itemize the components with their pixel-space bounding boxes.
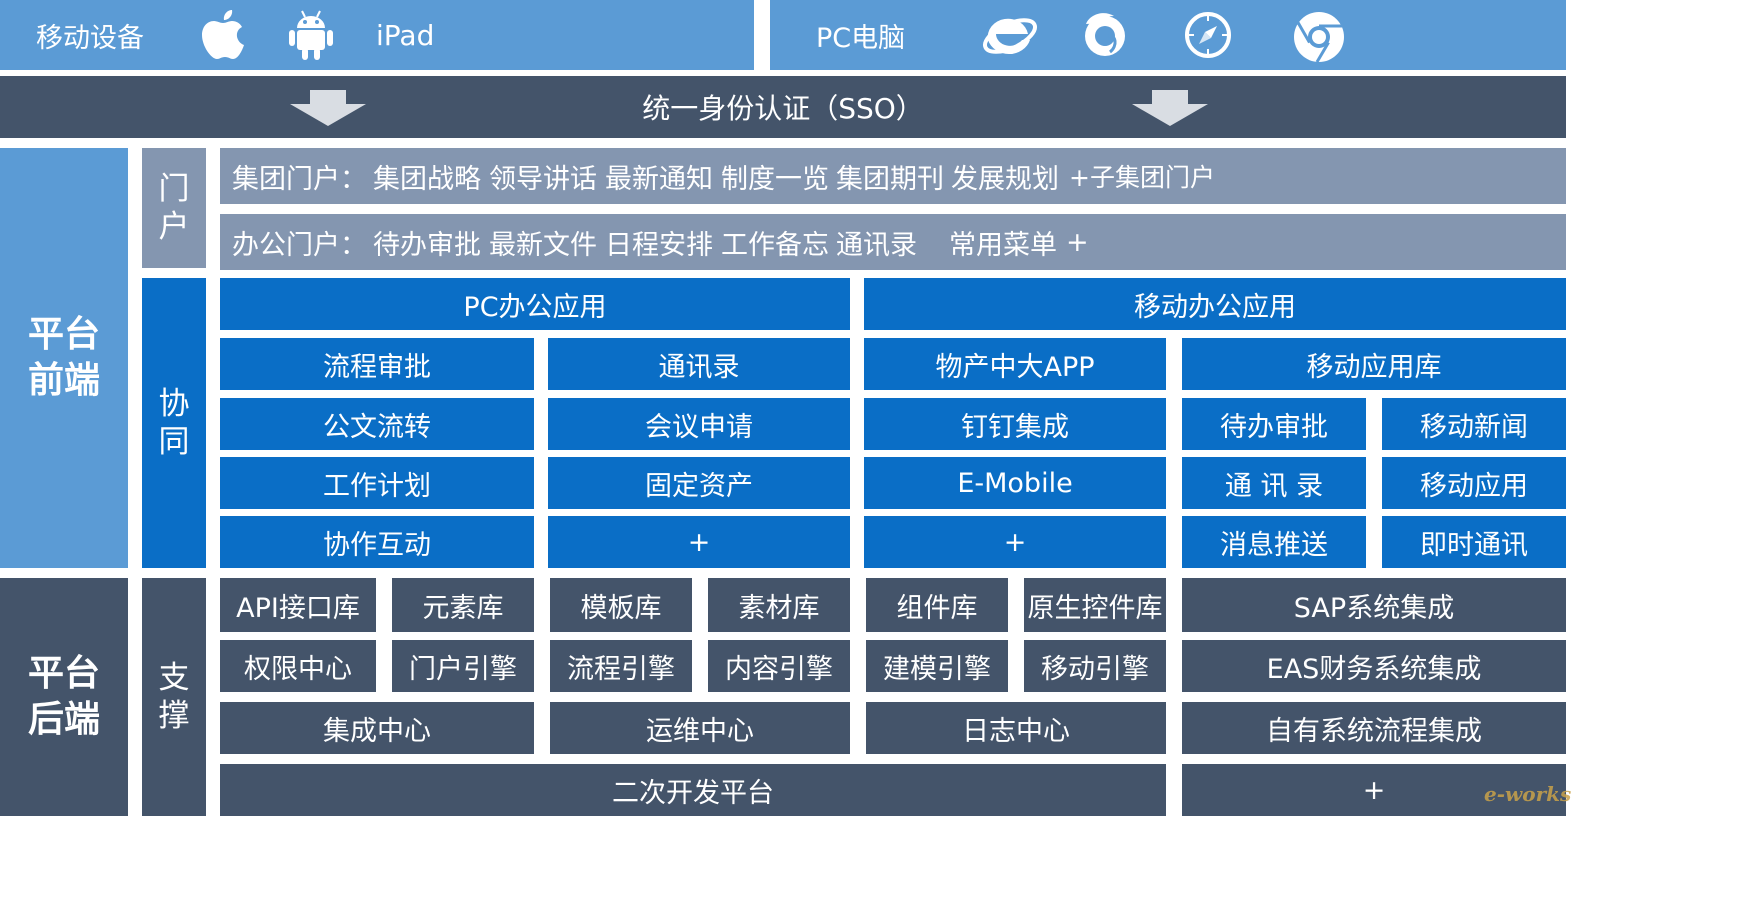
section-portal-line-2: 户: [158, 209, 190, 245]
pc-app-cell: 会议申请: [548, 398, 850, 450]
section-support-line-1: 支: [158, 660, 190, 696]
mobile-lib-cell: 通 讯 录: [1182, 457, 1366, 509]
platform-backend-label: 平台 后端: [0, 578, 128, 816]
support-cell: 运维中心: [550, 702, 850, 754]
platform-frontend-label: 平台 前端: [0, 148, 128, 568]
pc-app-cell: 固定资产: [548, 457, 850, 509]
group-portal-row: 集团门户： 集团战略 领导讲话 最新通知 制度一览 集团期刊 发展规划 +子集团…: [220, 148, 1566, 204]
down-arrow-icon: [290, 90, 366, 126]
support-cell: 建模引擎: [866, 640, 1008, 692]
mobile-app-library-header: 移动应用库: [1182, 338, 1566, 390]
sso-bar: 统一身份认证（SSO）: [0, 76, 1566, 138]
mobile-app-cell: 钉钉集成: [864, 398, 1166, 450]
support-cell: 集成中心: [220, 702, 534, 754]
section-collab-line-2: 同: [158, 424, 190, 460]
group-portal-item: 最新通知: [605, 163, 713, 195]
group-portal-item: 集团战略: [373, 163, 481, 195]
mobile-devices-bar: 移动设备 iPad: [0, 0, 754, 70]
pc-app-cell: 通讯录: [548, 338, 850, 390]
mobile-app-cell: 物产中大APP: [864, 338, 1166, 390]
section-collab-label: 协 同: [142, 278, 206, 568]
section-support-line-2: 撑: [158, 698, 190, 734]
integration-cell: +: [1182, 764, 1566, 816]
ipad-label: iPad: [376, 18, 435, 52]
firefox-icon: [1085, 13, 1125, 56]
office-portal-item: 通讯录: [836, 229, 917, 261]
group-portal-item: +子集团门户: [1069, 163, 1215, 192]
section-support-label: 支 撑: [142, 578, 206, 816]
chrome-icon: [1294, 12, 1344, 63]
platform-frontend-line-2: 前端: [27, 360, 100, 401]
mobile-devices-label: 移动设备: [36, 22, 144, 54]
mobile-lib-cell: 移动新闻: [1382, 398, 1566, 450]
apple-icon: [202, 10, 244, 59]
support-cell: 门户引擎: [392, 640, 534, 692]
support-cell: 原生控件库: [1024, 578, 1166, 632]
office-portal-item: 常用菜单: [949, 229, 1057, 261]
section-portal-line-1: 门: [158, 171, 190, 207]
down-arrow-icon: [1132, 90, 1208, 126]
support-cell: 模板库: [550, 578, 692, 632]
group-portal-item: 制度一览: [721, 163, 829, 195]
android-icon: [289, 10, 333, 60]
integration-cell: EAS财务系统集成: [1182, 640, 1566, 692]
pc-office-apps-header: PC办公应用: [220, 278, 850, 330]
mobile-app-cell: E-Mobile: [864, 457, 1166, 509]
group-portal-label: 集团门户：: [232, 163, 367, 195]
support-cell: 日志中心: [866, 702, 1166, 754]
support-cell: 移动引擎: [1024, 640, 1166, 692]
support-cell: 元素库: [392, 578, 534, 632]
support-cell: 组件库: [866, 578, 1008, 632]
office-portal-row: 办公门户： 待办审批 最新文件 日程安排 工作备忘 通讯录 常用菜单 +: [220, 214, 1566, 270]
office-portal-item: 工作备忘: [721, 229, 829, 261]
office-portal-item: +: [1066, 226, 1089, 258]
support-cell: 权限中心: [220, 640, 376, 692]
group-portal-item: 发展规划: [951, 163, 1059, 195]
safari-icon: [1185, 12, 1231, 58]
platform-backend-line-2: 后端: [27, 699, 100, 740]
pc-app-cell: 工作计划: [220, 457, 534, 509]
office-portal-item: 日程安排: [605, 229, 713, 261]
ie-icon: [983, 18, 1037, 55]
mobile-lib-cell: 即时通讯: [1382, 516, 1566, 568]
pc-label: PC电脑: [816, 22, 906, 54]
pc-app-cell: 协作互动: [220, 516, 534, 568]
sso-label: 统一身份认证（SSO）: [642, 92, 924, 125]
support-cell: 流程引擎: [550, 640, 692, 692]
office-portal-item: 待办审批: [373, 229, 481, 261]
platform-backend-line-1: 平台: [27, 653, 100, 694]
pc-app-cell: 流程审批: [220, 338, 534, 390]
support-cell: API接口库: [220, 578, 376, 632]
mobile-office-apps-header: 移动办公应用: [864, 278, 1566, 330]
support-cell: 素材库: [708, 578, 850, 632]
integration-cell: 自有系统流程集成: [1182, 702, 1566, 754]
secondary-dev-platform: 二次开发平台: [220, 764, 1166, 816]
integration-cell: SAP系统集成: [1182, 578, 1566, 632]
mobile-lib-cell: 移动应用: [1382, 457, 1566, 509]
support-cell: 内容引擎: [708, 640, 850, 692]
mobile-lib-cell: 待办审批: [1182, 398, 1366, 450]
eworks-watermark: e-works: [1484, 782, 1572, 806]
office-portal-label: 办公门户：: [232, 229, 367, 261]
pc-app-cell: 公文流转: [220, 398, 534, 450]
section-portal-label: 门 户: [142, 148, 206, 268]
mobile-lib-cell: 消息推送: [1182, 516, 1366, 568]
group-portal-item: 集团期刊: [836, 163, 944, 195]
mobile-app-cell: +: [864, 516, 1166, 568]
office-portal-item: 最新文件: [489, 229, 597, 261]
pc-app-cell: +: [548, 516, 850, 568]
section-collab-line-1: 协: [158, 386, 190, 422]
group-portal-item: 领导讲话: [489, 163, 597, 195]
pc-bar: PC电脑: [770, 0, 1566, 70]
platform-frontend-line-1: 平台: [27, 314, 100, 355]
